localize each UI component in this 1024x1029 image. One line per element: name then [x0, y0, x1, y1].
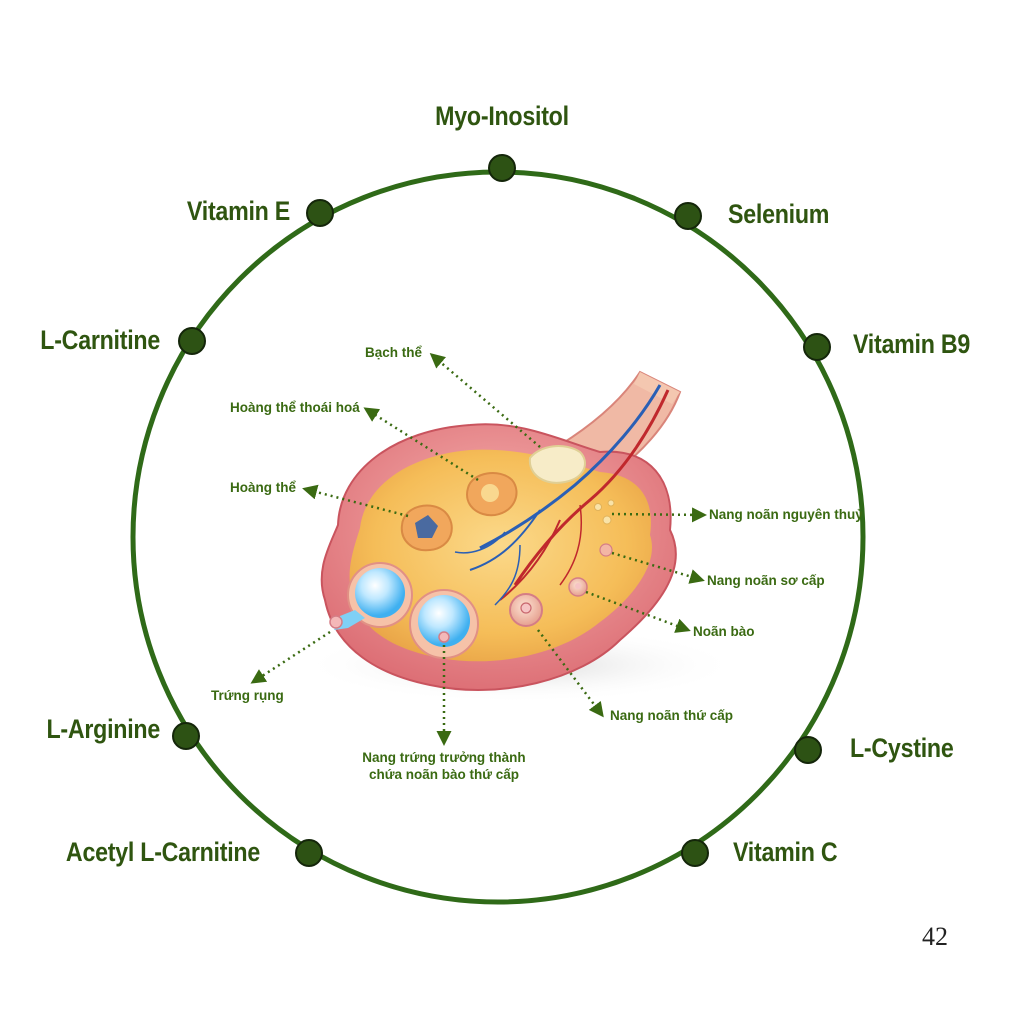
- nutrient-l-arginine: L-Arginine: [46, 714, 160, 744]
- node-l-carnitine: [178, 327, 206, 355]
- label-noan-bao: Noãn bào: [693, 624, 755, 639]
- leader-noan-bao: [585, 590, 691, 633]
- nutrient-myo-inositol: Myo-Inositol: [435, 101, 569, 131]
- leader-so-cap: [611, 551, 705, 584]
- label-mature-line2: chứa noãn bào thứ cấp: [368, 766, 520, 782]
- page-number: 42: [922, 922, 948, 951]
- node-l-cystine: [794, 736, 822, 764]
- node-vitamin-b9: [803, 333, 831, 361]
- nutrient-acetyl-l-carnitine: Acetyl L-Carnitine: [65, 837, 261, 867]
- nutrient-l-carnitine: L-Carnitine: [40, 325, 160, 355]
- label-nang-noan-nguyen-thuy: Nang noãn nguyên thuỷ: [709, 507, 863, 522]
- label-nang-noan-so-cap: Nang noãn sơ cấp: [707, 573, 825, 588]
- nutrient-selenium: Selenium: [728, 199, 830, 229]
- nutrient-vitamin-b9: Vitamin B9: [853, 329, 971, 359]
- label-trung-rung: Trứng rụng: [211, 688, 284, 703]
- nutrient-vitamin-c: Vitamin C: [733, 837, 838, 867]
- label-bach-the: Bạch thể: [365, 345, 423, 360]
- label-nang-noan-thu-cap: Nang noãn thứ cấp: [610, 708, 734, 723]
- node-acetyl-l-carnitine: [295, 839, 323, 867]
- node-myo-inositol: [488, 154, 516, 182]
- node-l-arginine: [172, 722, 200, 750]
- node-selenium: [674, 202, 702, 230]
- nutrient-vitamin-e: Vitamin E: [186, 196, 290, 226]
- label-nang-trung-truong-thanh: Nang trứng trưởng thành chứa noãn bào th…: [344, 750, 544, 784]
- label-hoang-the-thoai-hoa: Hoàng thể thoái hoá: [230, 400, 360, 415]
- nutrient-l-cystine: L-Cystine: [850, 733, 954, 763]
- ovary-illustration: [300, 370, 740, 703]
- label-hoang-the: Hoàng thể: [230, 480, 296, 495]
- node-vitamin-e: [306, 199, 334, 227]
- label-mature-line1: Nang trứng trưởng thành: [362, 750, 526, 765]
- ring-nodes: [172, 154, 831, 867]
- leader-lines: [250, 353, 707, 746]
- leader-hoang-the-thoai-hoa: [363, 407, 479, 482]
- node-vitamin-c: [681, 839, 709, 867]
